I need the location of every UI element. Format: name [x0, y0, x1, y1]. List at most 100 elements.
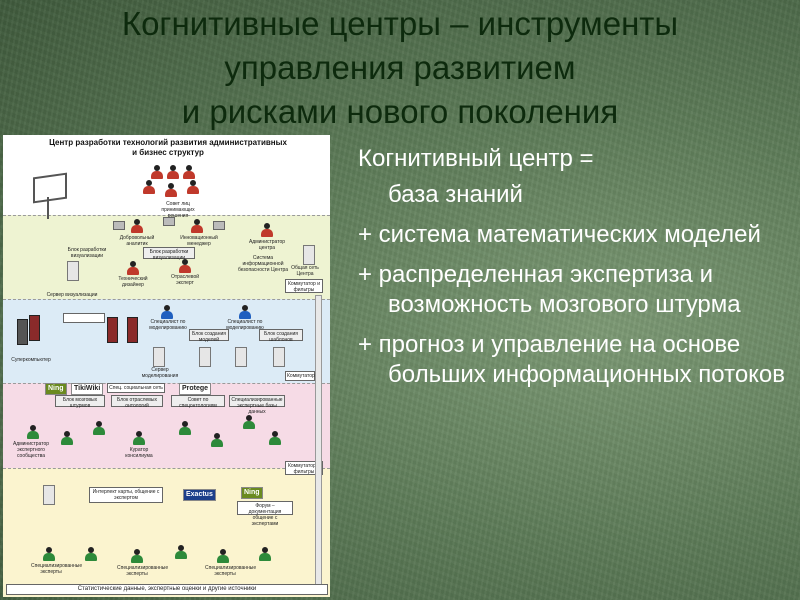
specialist-icon	[217, 549, 229, 563]
curator-icon	[133, 431, 145, 445]
presentation-board-icon	[33, 172, 67, 204]
council-member-icon	[187, 180, 199, 194]
tikiwiki-logo: TikiWiki	[71, 383, 104, 395]
curator-label: Куратор консилиума	[125, 447, 153, 459]
specialist-modeling-icon	[161, 305, 173, 319]
tech-designer-label: Технический дизайнер	[118, 276, 148, 288]
supercomputer-icon	[29, 315, 40, 341]
cognitive-center-diagram: Центр разработки технологий развития адм…	[3, 135, 330, 597]
interlink-box: Интерлект карты, общение с экспертом	[89, 487, 163, 503]
branch-ontology-box: Блок отраслевых онтологий	[111, 395, 163, 409]
model-server-icon	[235, 347, 247, 367]
server-icon	[303, 245, 315, 265]
slide-title: Когнитивные центры – инструменты управле…	[0, 2, 800, 134]
vertical-connector	[315, 295, 322, 587]
manager-icon	[191, 219, 203, 233]
template-block-box: Блок создания шаблонов	[259, 329, 303, 343]
board-stand-icon	[47, 197, 49, 219]
band-divider	[3, 215, 330, 216]
forum-box: Форум – документация общение с экспертам…	[237, 501, 293, 527]
special-db-box: Специализированные экспертные базы данны…	[229, 395, 285, 415]
band-specialists	[3, 468, 330, 597]
specialist-icon	[85, 547, 97, 561]
ning-logo: Ning	[241, 487, 263, 499]
council-member-icon	[143, 180, 155, 194]
model-server-icon	[199, 347, 211, 367]
pc-icon	[43, 485, 55, 505]
laptop-icon	[113, 221, 125, 230]
specialist-icon	[131, 549, 143, 563]
title-line-2: управления развитием	[224, 49, 576, 86]
switch-filters-box: Коммутатор и фильтры	[285, 461, 323, 475]
admin-expert-icon	[179, 421, 191, 435]
laptop-icon	[213, 221, 225, 230]
admin-expert-icon	[61, 431, 73, 445]
bullet-item-4: + распределенная экспертиза и возможност…	[358, 261, 741, 318]
council-member-icon	[167, 165, 179, 179]
bullet-list: Когнитивный центр = база знаний + систем…	[358, 144, 798, 390]
tech-designer-icon	[127, 261, 139, 275]
admin-center-label: Администратор центра	[248, 239, 286, 251]
specialist-modeling-label-1: Специалист по моделированию	[149, 319, 187, 331]
dev-unit-label: Блок разработки визуализации	[67, 247, 107, 259]
band-divider	[3, 299, 330, 300]
council-member-icon	[151, 165, 163, 179]
council-member-icon	[165, 183, 177, 197]
specialists-label: Специализированные эксперты	[117, 565, 169, 577]
specialist-modeling-label-2: Специалист по моделированию	[226, 319, 264, 331]
footer-sources-bar: Статистические данные, экспертные оценки…	[6, 584, 328, 595]
council-member-icon	[183, 165, 195, 179]
admin-expert-icon	[93, 421, 105, 435]
admin-expert-icon	[269, 431, 281, 445]
analyst-label: Добровольный аналитик	[119, 235, 155, 247]
supercomputer-icon	[17, 319, 28, 345]
tool-logo	[63, 313, 105, 323]
specialist-icon	[259, 547, 271, 561]
band-divider	[3, 383, 330, 384]
specialists-label: Специализированные эксперты	[31, 563, 83, 575]
model-server-icon	[273, 347, 285, 367]
supercomputer-label: Суперкомпьютер	[11, 357, 51, 363]
model-block-box: Блок создания моделей	[189, 329, 229, 343]
viz-server-label: Сервер визуализации	[46, 292, 98, 298]
admin-expert-icon	[243, 415, 255, 429]
switch-box: Коммутатор	[285, 371, 315, 381]
title-line-3: и рисками нового поколения	[181, 93, 619, 130]
council-label: Совет лиц принимающих решения	[161, 201, 195, 219]
laptop-icon	[163, 217, 175, 226]
bullet-item-2: база знаний	[388, 181, 523, 208]
bullet-item-3: + система математических моделей	[358, 221, 761, 248]
spec-social-net-box: Спец. социальная сеть	[107, 383, 165, 393]
manager-label: Инновационный менеджер	[180, 235, 218, 247]
security-system-label: Система информационной безопасности Цент…	[237, 255, 289, 273]
experts-block-box: Блок мозговых штурмов	[55, 395, 105, 409]
expert-ontologies-box: Совет по спецонтологиям	[171, 395, 225, 409]
model-server-label: Сервер моделирования	[141, 367, 179, 379]
common-net-label: Общая сеть Центра	[291, 265, 319, 277]
exactus-logo: Exactus	[183, 489, 216, 501]
admin-expert-community-label: Администратор экспертного сообщества	[12, 441, 50, 459]
admin-expert-icon	[27, 425, 39, 439]
title-line-1: Когнитивные центры – инструменты	[121, 5, 679, 42]
admin-expert-icon	[211, 433, 223, 447]
specialist-modeling-icon	[239, 305, 251, 319]
diagram-title-line-1: Центр разработки технологий развития адм…	[49, 138, 287, 147]
branch-expert-icon	[179, 259, 191, 273]
admin-center-icon	[261, 223, 273, 237]
diagram-title: Центр разработки технологий развития адм…	[23, 138, 313, 158]
switch-filters-box: Коммутатор и фильтры	[285, 279, 323, 293]
model-server-icon	[153, 347, 165, 367]
specialists-label: Специализированные эксперты	[205, 565, 257, 577]
specialist-icon	[175, 545, 187, 559]
dev-unit-box: Блок разработки визуализации	[143, 247, 195, 261]
server-icon	[107, 317, 118, 343]
bullet-item-5: + прогноз и управление на основе больших…	[358, 331, 786, 388]
ning-logo: Ning	[45, 383, 67, 395]
server-icon	[127, 317, 138, 343]
branch-expert-label: Отраслевой эксперт	[170, 274, 200, 286]
diagram-title-line-2: и бизнес структур	[132, 148, 204, 157]
specialist-icon	[43, 547, 55, 561]
server-icon	[67, 261, 79, 281]
band-divider	[3, 468, 330, 469]
protege-logo: Protege	[179, 383, 212, 395]
